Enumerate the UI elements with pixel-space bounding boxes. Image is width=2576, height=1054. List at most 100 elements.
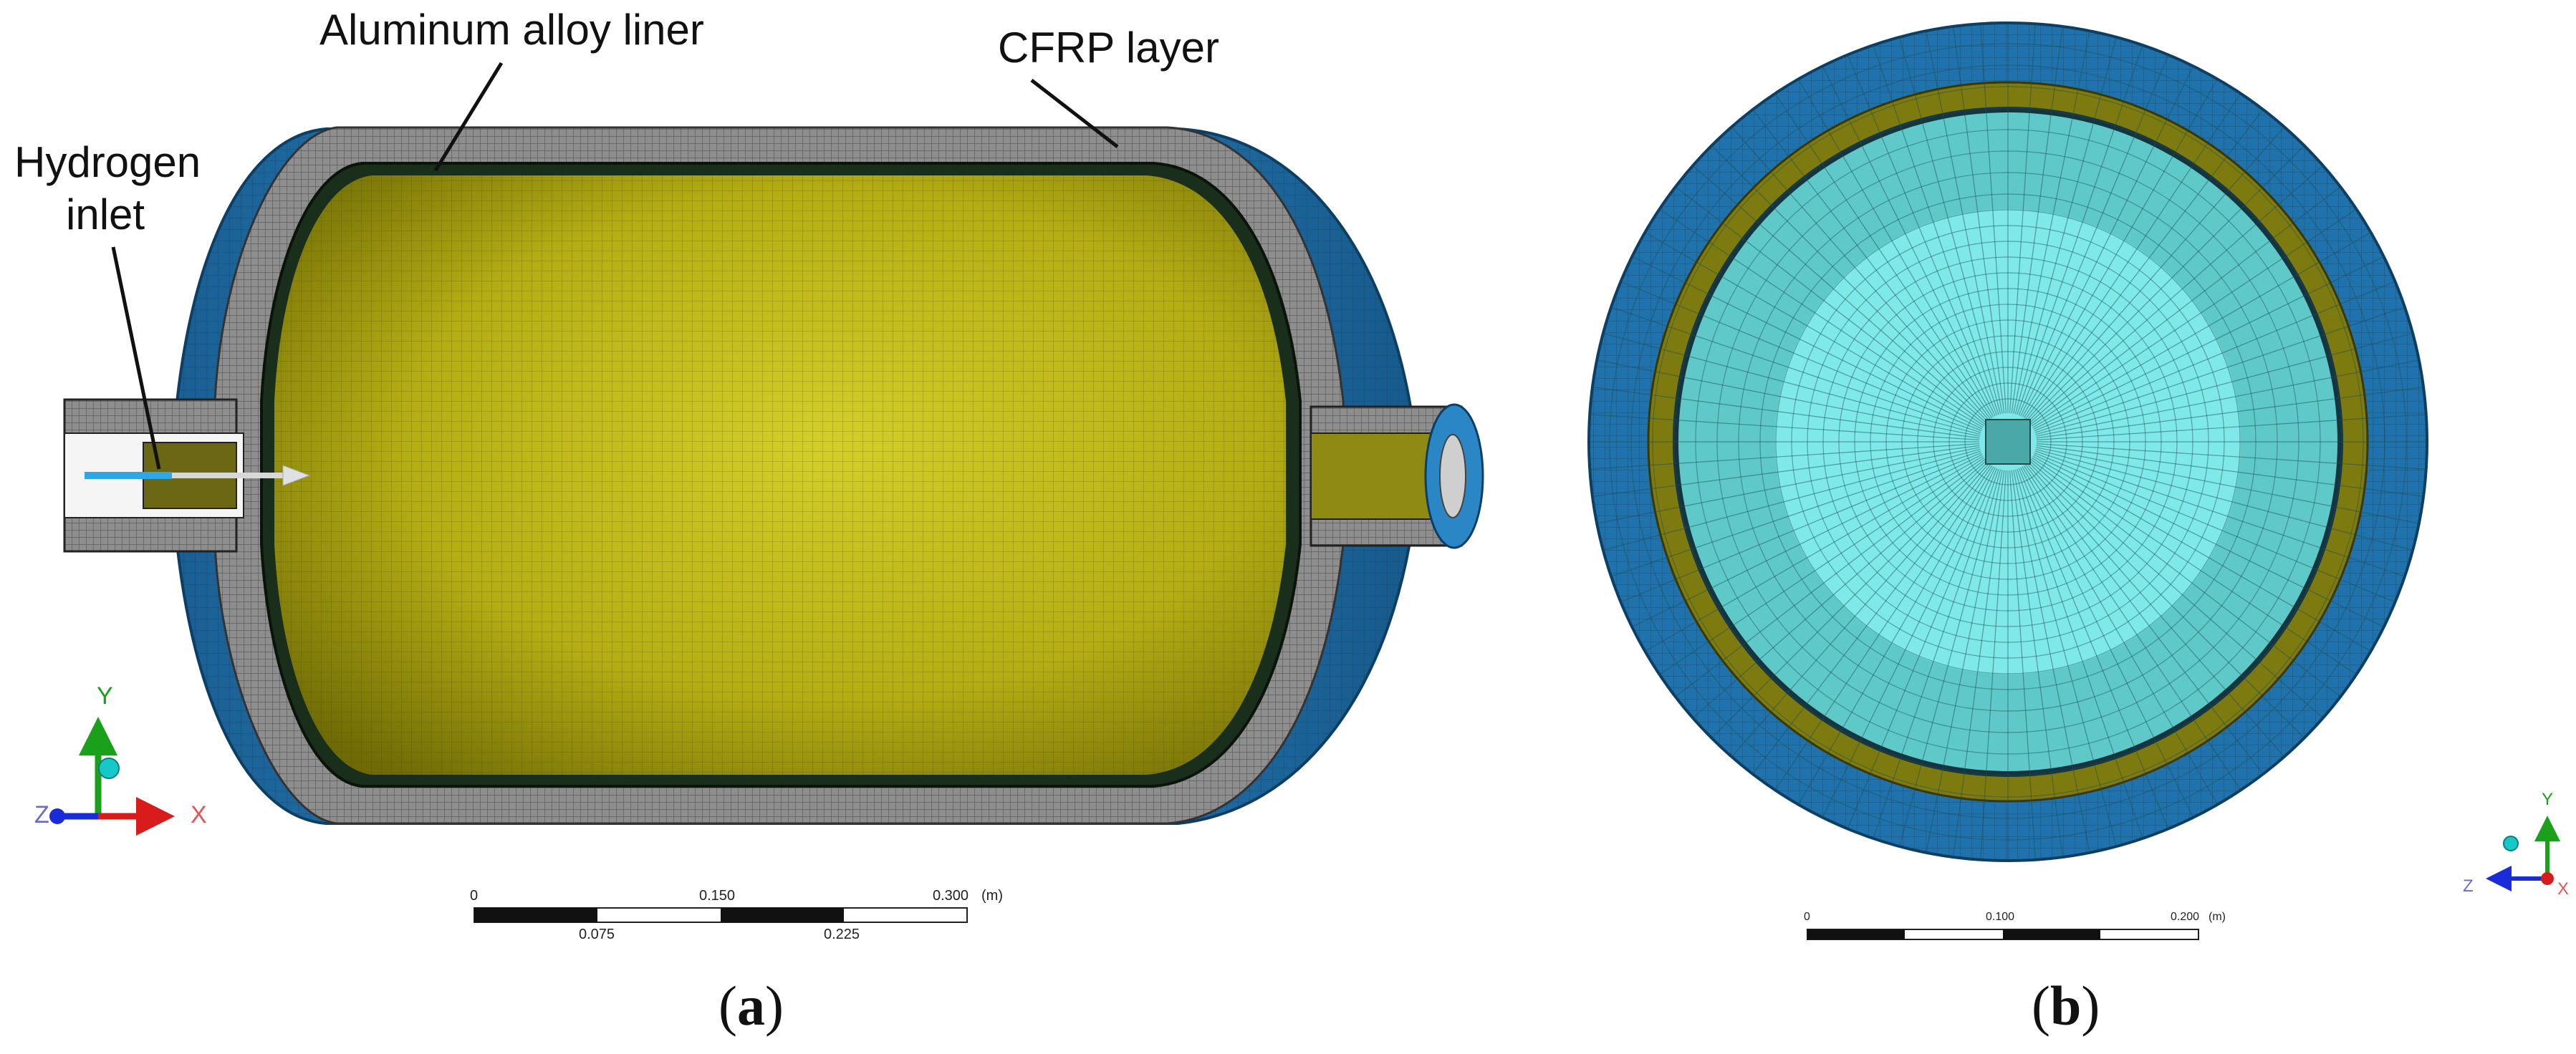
mesh-radial-line <box>1659 457 1985 675</box>
mesh-radial-line <box>1610 450 1981 577</box>
radial-mesh-lines <box>1589 23 2427 861</box>
mesh-radial-line <box>1692 460 1987 719</box>
mesh-radial-line <box>2035 448 2413 551</box>
mesh-radial-line <box>1980 470 2007 860</box>
mesh-radial-line <box>2018 468 2169 829</box>
scale-a-tick-1: 0.075 <box>579 927 615 942</box>
ring-mesh-lines <box>1609 43 2407 841</box>
mesh-radial-line <box>2036 359 2419 437</box>
scale-a-unit: (m) <box>981 888 1003 904</box>
triad-b-z-label: Z <box>2463 876 2474 896</box>
mesh-radial-line <box>1597 447 1980 524</box>
mesh-radial-line <box>2009 470 2036 860</box>
mesh-ring-line <box>1673 107 2342 776</box>
mesh-ring-line <box>1609 43 2407 841</box>
mesh-ring-line <box>1630 64 2385 819</box>
mesh-radial-line <box>2036 445 2424 497</box>
mesh-radial-line <box>2014 37 2117 415</box>
mesh-radial-line <box>2034 281 2395 432</box>
mesh-radial-line <box>2034 450 2406 577</box>
mesh-radial-line <box>1926 31 2003 414</box>
mesh-radial-line <box>1980 24 2007 414</box>
mesh-radial-line <box>1602 333 1981 435</box>
mesh-radial-line <box>1822 66 1996 417</box>
scale-b-tick-0: 0 <box>1804 911 1810 923</box>
mesh-radial-line <box>2027 145 2305 422</box>
mesh-ring-line <box>1854 288 2162 596</box>
mesh-ring-line <box>1885 319 2130 564</box>
mesh-radial-line <box>2013 31 2090 414</box>
mesh-radial-line <box>2024 109 2264 420</box>
mesh-ring-line <box>1838 272 2178 611</box>
liner-annotation: Aluminum alloy liner <box>319 6 704 54</box>
scale-a-tick-3: 0.225 <box>824 927 860 942</box>
mesh-radial-line <box>2011 470 2063 858</box>
mesh-radial-line <box>1692 165 1987 424</box>
mesh-ring-line <box>1791 225 2225 659</box>
mesh-radial-line <box>2033 454 2384 628</box>
mesh-radial-line <box>1926 470 2003 853</box>
mesh-radial-line <box>1774 93 1993 419</box>
mesh-radial-line <box>2017 468 2143 839</box>
mesh-radial-line <box>1873 44 1999 415</box>
cfrp-leader-line <box>1030 79 1119 148</box>
liner-leader-line <box>433 62 504 172</box>
mesh-radial-line <box>2030 186 2341 425</box>
mesh-radial-line <box>1711 461 1989 739</box>
scale-a-tick-2: 0.150 <box>699 888 736 904</box>
mesh-radial-line <box>1620 452 1982 603</box>
mesh-radial-line <box>1752 109 1991 420</box>
inlet-annotation-line2: inlet <box>66 190 145 238</box>
mesh-radial-line <box>2029 165 2324 424</box>
mesh-radial-line <box>2024 464 2264 775</box>
scale-bar-a <box>474 907 968 923</box>
mesh-radial-line <box>1953 470 2005 858</box>
mesh-radial-line <box>2034 306 2406 433</box>
mesh-radial-line <box>2033 256 2384 430</box>
mesh-radial-line <box>2029 460 2324 719</box>
scale-bar-b <box>1807 929 2199 940</box>
axis-triad-a <box>49 717 175 836</box>
mesh-radial-line <box>1752 464 1991 775</box>
mesh-radial-line <box>1711 145 1989 422</box>
mesh-radial-line <box>1899 37 2001 415</box>
mesh-ring-line <box>1964 398 2052 485</box>
mesh-radial-line <box>1774 465 1993 790</box>
mesh-radial-line <box>2018 54 2169 416</box>
tank-cross-section <box>1587 21 2428 862</box>
triad-b-x-label: X <box>2557 879 2570 899</box>
mesh-radial-line <box>1632 454 1983 628</box>
tank-cutaway <box>63 126 1484 825</box>
mesh-radial-line <box>1675 186 1986 425</box>
mesh-radial-line <box>1847 468 1998 829</box>
mesh-ring-line <box>1716 150 2299 733</box>
mesh-radial-line <box>2032 231 2371 428</box>
center-block <box>1985 419 2031 465</box>
scale-b-tick-1: 0.100 <box>1986 911 2015 923</box>
mesh-radial-line <box>1590 414 1980 440</box>
axis-triad-b <box>2486 816 2560 891</box>
mesh-radial-line <box>1592 445 1980 497</box>
mesh-ring-line <box>1775 209 2241 675</box>
mesh-ring-line <box>1759 193 2257 690</box>
mesh-radial-line <box>1632 256 1983 430</box>
mesh-radial-line <box>2032 455 2371 652</box>
triad-a-z-label: Z <box>34 801 49 828</box>
mesh-radial-line <box>2011 26 2063 414</box>
mesh-ring-line <box>1807 241 2209 643</box>
mesh-radial-line <box>2035 333 2413 435</box>
mesh-ring-line <box>1948 382 2067 501</box>
mesh-radial-line <box>1873 468 1999 839</box>
mesh-radial-line <box>1597 359 1980 437</box>
mesh-radial-line <box>2022 79 2219 417</box>
mesh-radial-line <box>1899 469 2001 847</box>
mesh-radial-line <box>2030 458 2341 697</box>
mesh-ring-line <box>1652 86 2364 798</box>
scale-a-tick-0: 0 <box>470 888 479 904</box>
mesh-ring-line <box>1917 351 2099 533</box>
mesh-radial-line <box>2013 470 2090 853</box>
mesh-radial-line <box>2022 466 2219 805</box>
mesh-ring-line <box>1822 256 2193 627</box>
scale-b-unit: (m) <box>2209 911 2226 923</box>
